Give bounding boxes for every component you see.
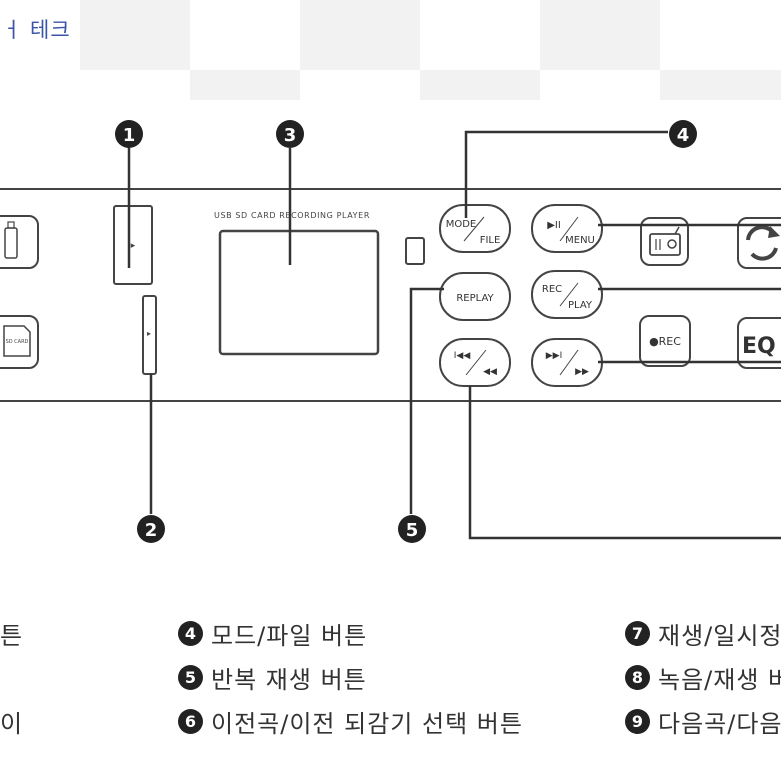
ir-sensor [405, 237, 425, 265]
legend-number: 7 [625, 621, 650, 646]
svg-text:FILE: FILE [480, 235, 501, 246]
play-pause-menu-button[interactable]: ▶II MENU [531, 204, 603, 253]
callout-5: 5 [398, 515, 426, 543]
next-icon: ▶▶I [546, 351, 563, 361]
svg-text:▸: ▸ [131, 241, 136, 251]
sd-card-icon [3, 325, 31, 357]
next-forward-button[interactable]: ▶▶I ▶▶ [531, 338, 603, 387]
header-title: ㅓ 테크 [2, 18, 71, 42]
repeat-button[interactable] [737, 217, 781, 269]
legend-item-7: 7 재생/일시정 [625, 616, 781, 651]
svg-text:▸: ▸ [147, 329, 151, 338]
prev-icon: I◀◀ [454, 351, 471, 361]
device-label: USB SD CARD RECORDING PLAYER [214, 211, 370, 220]
rec-play-button[interactable]: REC PLAY [531, 270, 603, 319]
svg-text:MENU: MENU [565, 235, 595, 246]
forward-icon: ▶▶ [575, 367, 589, 377]
radio-icon [649, 233, 681, 256]
header-background [0, 0, 781, 100]
leader-lines [127, 130, 781, 540]
sd-card-slot: SD CARD [0, 315, 39, 369]
usb-slot [0, 215, 39, 269]
legend-number: 8 [625, 665, 650, 690]
svg-text:PLAY: PLAY [568, 300, 593, 311]
sd-port-slot [142, 295, 157, 375]
svg-text:4: 4 [677, 125, 690, 146]
radio-button[interactable] [640, 217, 689, 266]
sd-card-label: SD CARD [6, 339, 29, 345]
mode-file-button[interactable]: MODE FILE [439, 204, 511, 253]
replay-button[interactable]: REPLAY [439, 272, 511, 321]
callout-4: 4 [669, 120, 697, 148]
svg-text:●REC: ●REC [649, 335, 681, 348]
rewind-icon: ◀◀ [483, 367, 497, 377]
eq-button[interactable]: EQ [737, 317, 781, 369]
svg-text:EQ: EQ [742, 334, 776, 359]
svg-text:MODE: MODE [446, 219, 477, 230]
usb-port-slot [113, 205, 153, 285]
legend-item-6: 6 이전곡/이전 되감기 선택 버튼 [178, 704, 523, 739]
legend-number: 5 [178, 665, 203, 690]
svg-text:1: 1 [123, 125, 136, 146]
prev-rewind-button[interactable]: I◀◀ ◀◀ [439, 338, 511, 387]
legend-number: 9 [625, 709, 650, 734]
legend-item-4: 4 모드/파일 버튼 [178, 616, 367, 651]
svg-text:5: 5 [406, 520, 419, 541]
callout-1: 1 [115, 120, 143, 148]
legend-item-5: 5 반복 재생 버튼 [178, 660, 367, 695]
legend-item-fragment-2: 이 [0, 710, 24, 738]
callout-3: 3 [276, 120, 304, 148]
svg-text:REPLAY: REPLAY [456, 293, 494, 304]
svg-text:REC: REC [542, 284, 562, 295]
play-pause-icon: ▶II [547, 220, 561, 231]
record-button[interactable]: ●REC [639, 315, 691, 367]
svg-text:2: 2 [145, 520, 158, 541]
svg-text:3: 3 [284, 125, 297, 146]
legend-number: 6 [178, 709, 203, 734]
legend-item-fragment-1: 튼 [0, 622, 24, 650]
display-screen [218, 229, 380, 356]
legend-item-8: 8 녹음/재생 버 [625, 660, 781, 695]
legend-item-9: 9 다음곡/다음 [625, 704, 781, 739]
callout-2: 2 [137, 515, 165, 543]
legend-number: 4 [178, 621, 203, 646]
